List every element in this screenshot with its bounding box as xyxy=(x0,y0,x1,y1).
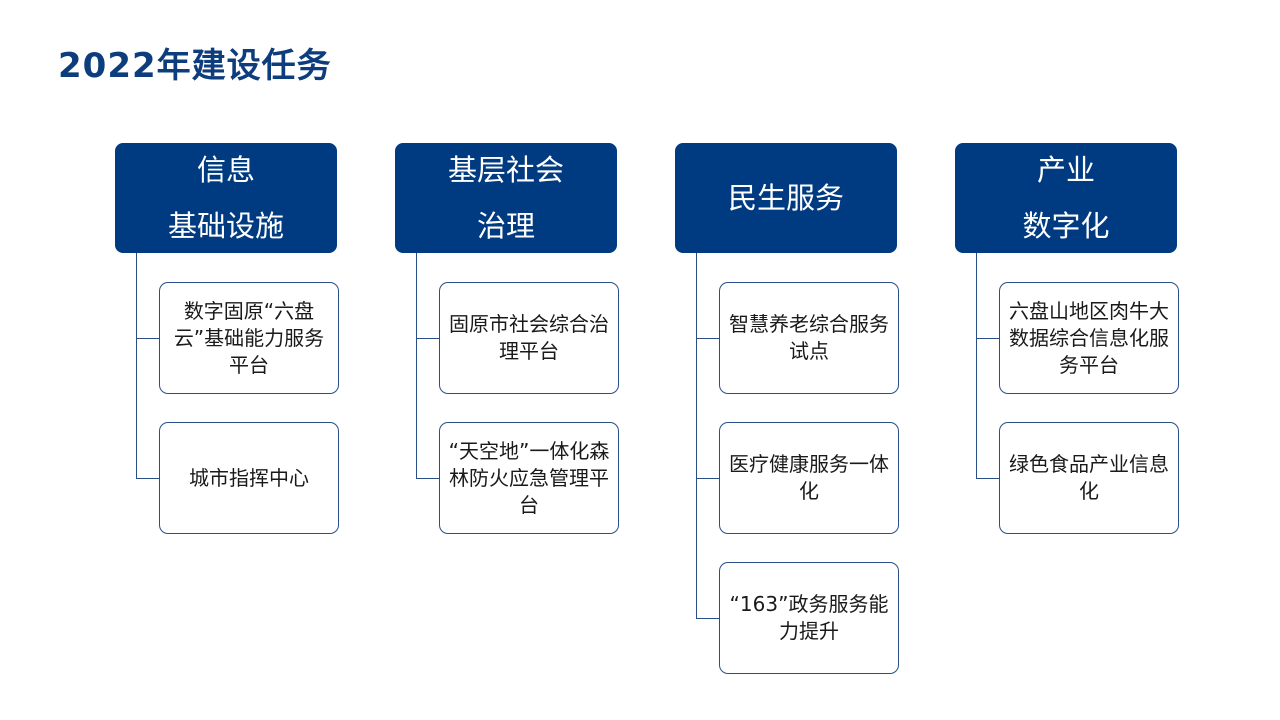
connector-line xyxy=(976,253,977,479)
header-line: 信息 xyxy=(196,153,255,187)
task-label: 智慧养老综合服务试点 xyxy=(729,312,889,363)
connector-line xyxy=(696,253,697,619)
category-header-livelihood: 民生服务 xyxy=(675,143,897,253)
connector-line xyxy=(136,338,159,339)
header-line: 数字化 xyxy=(1022,209,1110,243)
connector-line xyxy=(696,338,719,339)
connector-line xyxy=(976,338,999,339)
task-label: “163”政务服务能力提升 xyxy=(729,592,889,643)
connector-line xyxy=(416,253,417,479)
category-header-industry: 产业 数字化 xyxy=(955,143,1177,253)
connector-line xyxy=(696,618,719,619)
connector-line xyxy=(696,478,719,479)
task-label: 绿色食品产业信息化 xyxy=(1009,452,1169,503)
task-box: 数字固原“六盘云”基础能力服务平台 xyxy=(159,282,339,394)
task-label: 数字固原“六盘云”基础能力服务平台 xyxy=(173,298,325,377)
connector-line xyxy=(136,478,159,479)
task-box: “163”政务服务能力提升 xyxy=(719,562,899,674)
category-header-infrastructure: 信息 基础设施 xyxy=(115,143,337,253)
page-title: 2022年建设任务 xyxy=(58,46,332,86)
task-box: 智慧养老综合服务试点 xyxy=(719,282,899,394)
header-line: 基层社会 xyxy=(447,153,564,187)
task-label: 固原市社会综合治理平台 xyxy=(449,312,609,363)
header-line: 民生服务 xyxy=(727,181,844,215)
task-box: 城市指挥中心 xyxy=(159,422,339,534)
task-box: 六盘山地区肉牛大数据综合信息化服务平台 xyxy=(999,282,1179,394)
task-box: “天空地”一体化森林防火应急管理平台 xyxy=(439,422,619,534)
connector-line xyxy=(976,478,999,479)
task-label: “天空地”一体化森林防火应急管理平台 xyxy=(448,438,610,517)
task-label: 医疗健康服务一体化 xyxy=(729,452,889,503)
connector-line xyxy=(416,478,439,479)
task-label: 城市指挥中心 xyxy=(189,465,309,490)
header-line: 产业 xyxy=(1036,153,1095,187)
connector-line xyxy=(136,253,137,479)
category-header-social-governance: 基层社会 治理 xyxy=(395,143,617,253)
header-line: 治理 xyxy=(476,209,535,243)
task-box: 固原市社会综合治理平台 xyxy=(439,282,619,394)
header-line: 基础设施 xyxy=(167,209,284,243)
connector-line xyxy=(416,338,439,339)
task-box: 绿色食品产业信息化 xyxy=(999,422,1179,534)
task-label: 六盘山地区肉牛大数据综合信息化服务平台 xyxy=(1009,298,1169,377)
task-box: 医疗健康服务一体化 xyxy=(719,422,899,534)
